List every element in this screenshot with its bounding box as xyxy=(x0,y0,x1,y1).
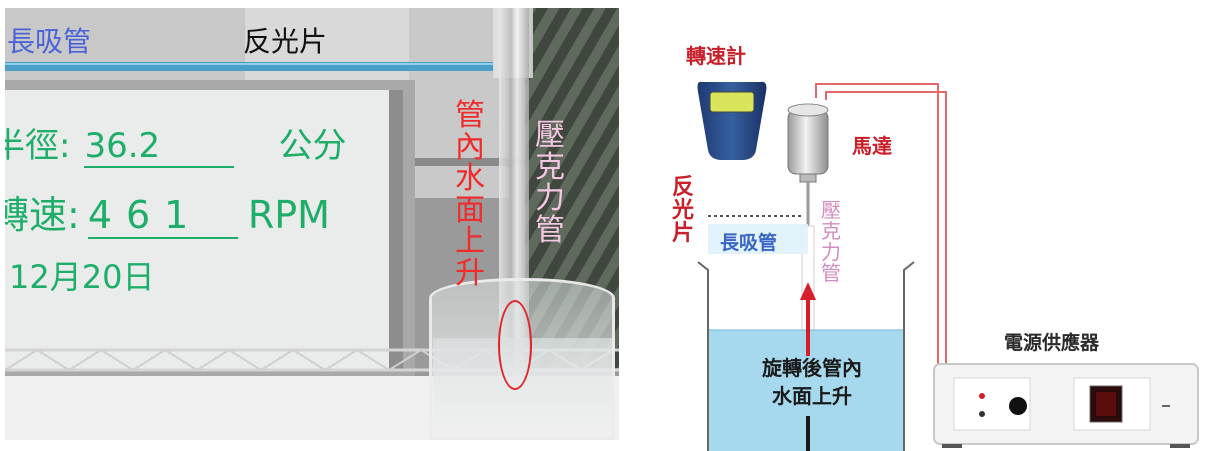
power-supply-device xyxy=(933,363,1199,448)
photo-label-long-straw: 長吸管 xyxy=(7,25,92,58)
motor-device xyxy=(787,103,829,183)
reflector-char: 光 xyxy=(671,198,694,224)
speed-unit: RPM xyxy=(247,193,330,237)
water-rise-highlight-circle xyxy=(498,300,532,390)
diagram-reflector-label: 反 光 片 xyxy=(668,176,698,245)
speed-value: 461 xyxy=(87,193,238,239)
photo-label-acrylic-tube: 壓 克 力 管 xyxy=(533,120,567,246)
radius-unit: 公分 xyxy=(278,126,347,166)
window-frame xyxy=(409,158,579,166)
motor-label: 馬達 xyxy=(852,134,892,158)
acrylic-char: 管 xyxy=(821,261,841,285)
long-straw-highlight xyxy=(5,63,505,65)
acrylic-char: 力 xyxy=(821,240,841,264)
tachometer-label: 轉速計 xyxy=(686,44,746,68)
diagram-long-straw-label: 長吸管 xyxy=(720,232,778,254)
long-straw-shape xyxy=(708,224,808,254)
reflector-char: 片 xyxy=(671,221,694,247)
water-rise-arrow-head xyxy=(800,282,816,300)
whiteboard-date: 12月20日 xyxy=(9,258,155,296)
apparatus-diagram: 轉速計 馬達 反 光 片 長吸管 壓 克 力 管 旋轉後管內 水面上升 電源供應… xyxy=(650,0,1208,451)
window xyxy=(409,8,509,198)
reflector-char: 反 xyxy=(671,175,694,200)
long-straw-rod xyxy=(5,62,505,71)
whiteboard xyxy=(5,90,399,370)
beaker-shape xyxy=(697,261,915,451)
water-rise-char: 內 xyxy=(455,129,485,165)
whiteboard-edge xyxy=(389,90,403,370)
photo-label-reflector: 反光片 xyxy=(243,25,328,58)
water-rise-char: 升 xyxy=(455,255,485,291)
acrylic-char: 壓 xyxy=(821,198,841,222)
water-caption-line1: 旋轉後管內 xyxy=(762,356,862,380)
water-rise-char: 上 xyxy=(455,224,485,259)
radius-label: 半徑: xyxy=(5,126,71,166)
power-supply-label: 電源供應器 xyxy=(1004,332,1100,354)
acrylic-tube-char: 力 xyxy=(535,181,565,216)
water-rise-char: 管 xyxy=(455,98,485,133)
acrylic-tube-char: 壓 xyxy=(535,118,565,153)
acrylic-tube-char: 克 xyxy=(535,149,565,185)
water-rise-char: 水 xyxy=(455,161,485,196)
photo-label-water-rise: 管 內 水 面 上 升 xyxy=(453,100,487,289)
diagram-drawing xyxy=(697,81,1199,451)
whiteboard-radius-line: 半徑: 36.2 公分 xyxy=(5,118,346,168)
diagram-acrylic-tube-label: 壓 克 力 管 xyxy=(818,200,844,284)
acrylic-tube-char: 管 xyxy=(535,212,565,248)
acrylic-char: 克 xyxy=(821,219,841,243)
tachometer-device xyxy=(697,81,767,160)
water-caption-line2: 水面上升 xyxy=(772,384,852,408)
speed-label: 轉速: xyxy=(5,193,80,237)
radius-value: 36.2 xyxy=(84,126,235,168)
water-rise-char: 面 xyxy=(455,192,485,228)
